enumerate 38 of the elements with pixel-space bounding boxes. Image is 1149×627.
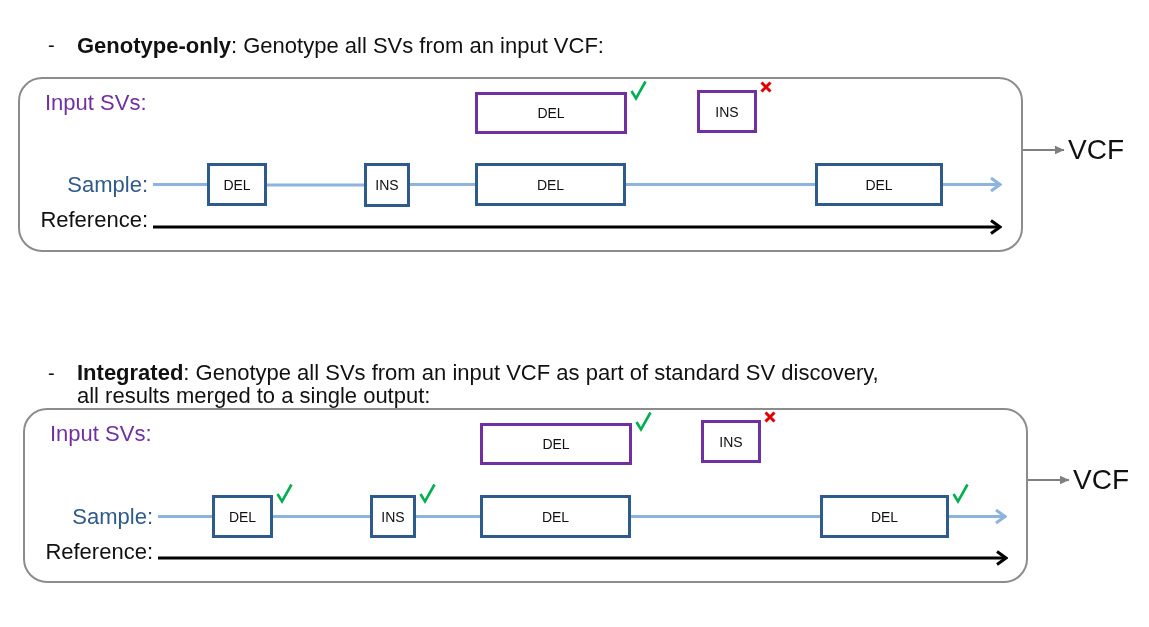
track-label: Sample: <box>49 503 153 531</box>
sample-variant-box: DEL <box>480 495 631 538</box>
sample-variant-box: DEL <box>815 163 943 206</box>
connector-line <box>410 183 475 186</box>
arrow <box>153 219 1002 235</box>
input-variant-box: INS <box>697 90 757 133</box>
panel-heading: Genotype-only: Genotype all SVs from an input VCF: <box>77 34 605 57</box>
arrow <box>1022 145 1065 155</box>
connector-line <box>626 183 815 186</box>
connector-line <box>416 515 480 518</box>
sample-variant-box: DEL <box>820 495 949 538</box>
input-variant-box: DEL <box>480 423 632 465</box>
arrow <box>949 508 1007 525</box>
output-label: VCF <box>1073 463 1137 497</box>
connector-line <box>153 183 207 186</box>
track-label: Sample: <box>44 171 148 199</box>
arrow <box>943 176 1002 193</box>
sample-variant-box: DEL <box>475 163 626 206</box>
sample-variant-box: INS <box>364 163 410 207</box>
connector-line <box>267 183 364 187</box>
input-variant-box: DEL <box>475 92 627 134</box>
bullet-dash: - <box>48 361 55 385</box>
row-label: Input SVs: <box>45 90 147 116</box>
row-label: Input SVs: <box>50 421 152 447</box>
bullet-dash: - <box>48 33 55 57</box>
track-label: Reference: <box>24 206 148 234</box>
arrow <box>1027 475 1070 485</box>
arrow <box>158 550 1008 566</box>
track-label: Reference: <box>29 538 153 566</box>
sample-variant-box: DEL <box>207 163 267 206</box>
input-variant-box: INS <box>701 420 761 463</box>
sample-variant-box: DEL <box>212 495 273 538</box>
connector-line <box>158 515 212 518</box>
connector-line <box>631 515 820 518</box>
output-label: VCF <box>1068 133 1132 167</box>
sample-variant-box: INS <box>370 495 416 538</box>
connector-line <box>273 515 370 518</box>
panel-heading: Integrated: Genotype all SVs from an input VCF as part of standard SV discovery, all results merged to a single output: <box>77 361 880 407</box>
